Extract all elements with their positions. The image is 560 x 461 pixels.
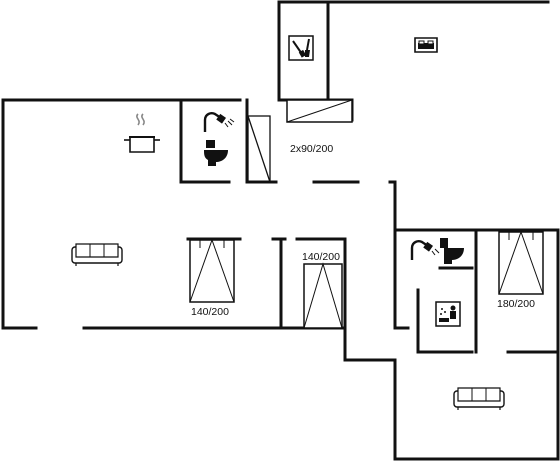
- upper-wall: [277, 0, 330, 102]
- bedroom-c-bed-label: 180/200: [497, 298, 535, 310]
- bed-b: [303, 262, 343, 329]
- bedroom-a-bed-label: 140/200: [191, 306, 229, 318]
- bed-c: [498, 230, 544, 295]
- double-bed-icon: [415, 38, 437, 52]
- shower-icon: [412, 241, 439, 260]
- bunk-room-bed-label: 2x90/200: [290, 143, 333, 155]
- sauna-icon: [436, 302, 460, 326]
- toilet-icon: [204, 140, 228, 166]
- shower-icon: [205, 113, 234, 132]
- sofa-icon: [72, 244, 122, 266]
- bottom-wall: [82, 326, 560, 461]
- closet: [247, 115, 271, 183]
- sofa-icon: [454, 388, 504, 410]
- top-wall: [1, 98, 182, 330]
- toilet-icon: [440, 238, 464, 264]
- bedroom-b-bed-label: 140/200: [302, 251, 340, 263]
- cooking-pot-icon: [124, 114, 160, 152]
- utility-tools-icon: [289, 36, 313, 60]
- bed-a: [189, 238, 235, 303]
- bunk-bed: [286, 99, 353, 123]
